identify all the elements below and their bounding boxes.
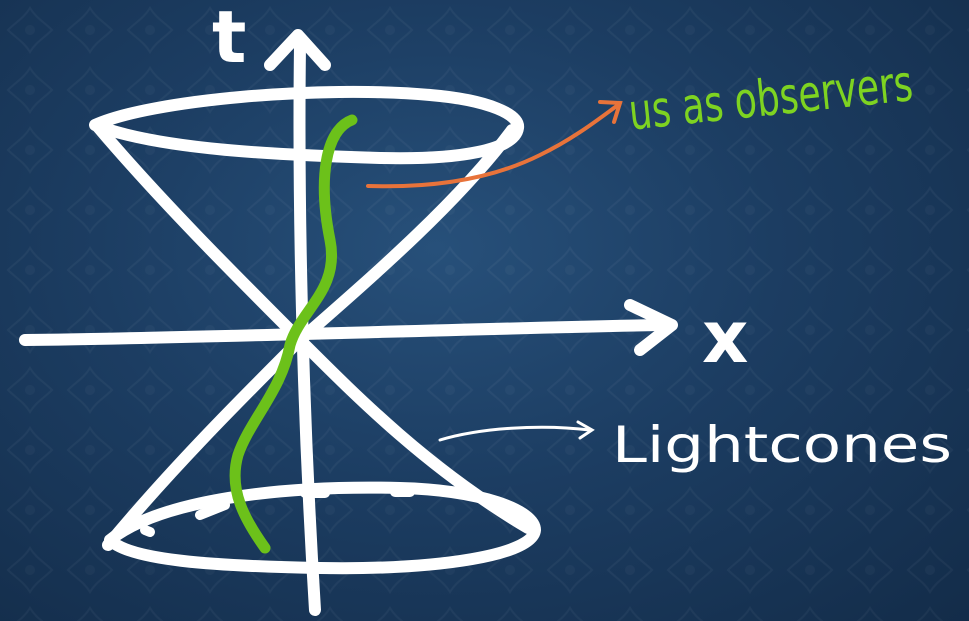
t-axis-label: t	[212, 0, 246, 79]
lower-cone-dot	[145, 530, 150, 532]
x-axis-label: x	[702, 295, 748, 379]
lightcones-label: Lightcones	[612, 416, 952, 474]
